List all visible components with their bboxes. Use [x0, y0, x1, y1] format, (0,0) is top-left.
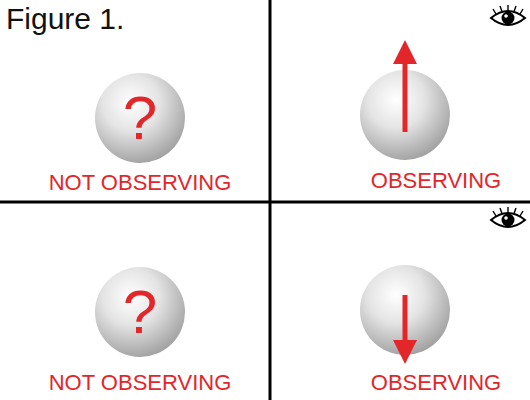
eye-icon: [491, 207, 525, 227]
question-mark: ?: [123, 281, 157, 343]
question-mark: ?: [123, 87, 157, 149]
sphere: ?: [95, 267, 185, 357]
divider-line: [0, 201, 530, 204]
state-label: OBSERVING: [371, 372, 501, 394]
divider-line: [269, 0, 272, 400]
up-arrow: [393, 40, 417, 132]
down-arrow: [393, 295, 417, 364]
figure-title: Figure 1.: [6, 2, 124, 35]
state-label: NOT OBSERVING: [49, 172, 232, 194]
eye-icon: [491, 5, 525, 25]
state-label: OBSERVING: [371, 170, 501, 192]
sphere: ?: [95, 73, 185, 163]
state-label: NOT OBSERVING: [49, 372, 232, 394]
